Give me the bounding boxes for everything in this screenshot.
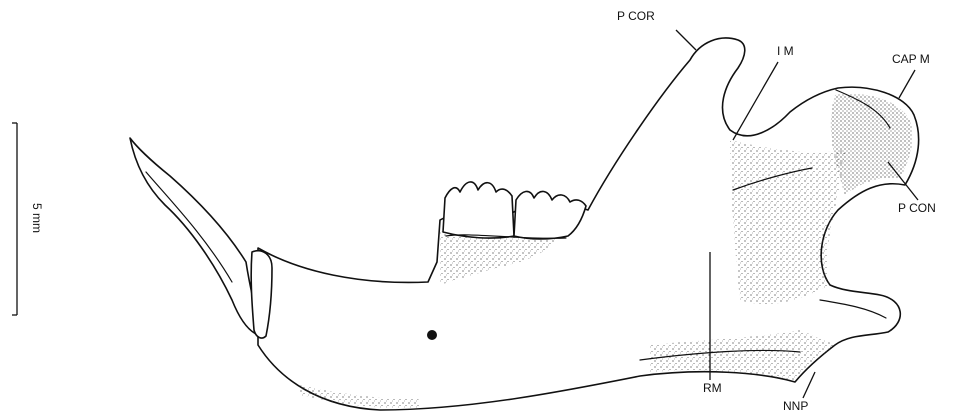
label-cap-m: CAP M [892,52,930,98]
label-rm-text: RM [703,381,722,395]
incisor [130,138,262,336]
label-cap-m-leader [899,70,915,98]
molar-1 [443,182,514,238]
mental-foramen-dot [427,330,437,340]
label-p-cor: P COR [617,9,696,50]
molar-teeth [443,182,586,239]
label-p-cor-leader [676,30,696,50]
scale-bar: 5 mm [12,123,44,315]
label-p-con-text: P CON [898,201,936,215]
scale-bar-label: 5 mm [30,203,44,233]
label-nnp-text: NNP [783,399,808,413]
label-cap-m-text: CAP M [892,52,930,66]
ramus-stipple [730,140,845,304]
label-p-cor-text: P COR [617,9,655,23]
label-nnp-leader [803,372,815,398]
label-im-text: I M [777,44,794,58]
